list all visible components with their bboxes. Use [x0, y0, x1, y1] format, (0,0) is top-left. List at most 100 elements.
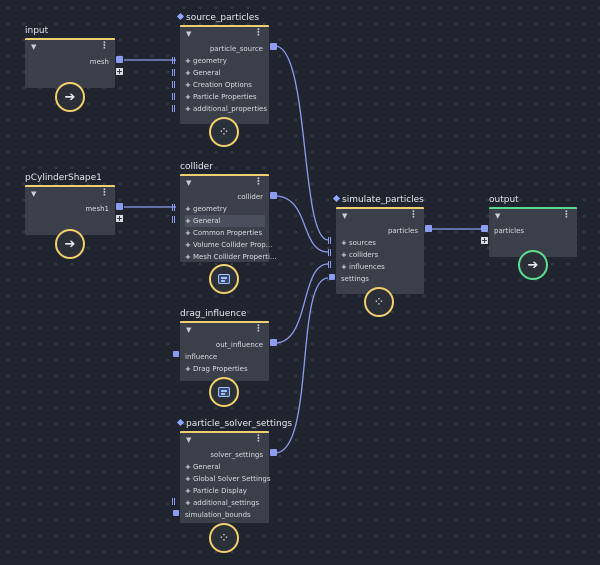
node-body: ▼ ⋮ mesh	[25, 38, 115, 88]
input-port-simulation-bounds[interactable]	[173, 510, 179, 516]
run-icon[interactable]: ➔	[55, 229, 85, 259]
input-row-volume-collider[interactable]: +Volume Collider Prop...	[185, 241, 273, 249]
node-source-particles[interactable]: source_particles ▼ ⋮ particle_source +ge…	[176, 12, 269, 124]
input-row-sources[interactable]: +sources	[341, 239, 376, 247]
node-input[interactable]: input ▼ ⋮ mesh	[25, 26, 115, 88]
collapse-triangle-icon[interactable]: ▼	[186, 436, 192, 444]
particle-cluster-icon[interactable]: ⁘	[209, 117, 239, 147]
input-row-particle-display[interactable]: +Particle Display	[185, 487, 247, 495]
grid-panel-icon[interactable]	[209, 377, 239, 407]
kebab-menu-icon[interactable]: ⋮	[100, 41, 109, 51]
input-row-geometry[interactable]: +geometry	[185, 57, 227, 65]
node-body: ▼ ⋮ solver_settings +General +Global Sol…	[180, 431, 271, 523]
input-port-geometry[interactable]	[172, 57, 176, 64]
kebab-menu-icon[interactable]: ⋮	[100, 188, 109, 198]
kebab-menu-icon[interactable]: ⋮	[254, 177, 263, 187]
node-title: output	[489, 195, 519, 205]
node-simulate-particles[interactable]: simulate_particles ▼ ⋮ particles +source…	[332, 194, 424, 294]
output-port-collider[interactable]	[270, 192, 277, 199]
input-port-general[interactable]	[172, 69, 176, 76]
output-label: collider	[237, 193, 263, 201]
add-port-button[interactable]: +	[116, 67, 123, 76]
collapse-triangle-icon[interactable]: ▼	[186, 30, 192, 38]
node-particle-solver-settings[interactable]: particle_solver_settings ▼ ⋮ solver_sett…	[176, 418, 292, 523]
input-row-additional-properties[interactable]: +additional_properties	[185, 105, 267, 113]
input-port-creation[interactable]	[172, 81, 176, 88]
input-row-influence[interactable]: influence	[185, 353, 218, 361]
output-port-mesh1[interactable]	[116, 203, 123, 210]
input-row-creation-options[interactable]: +Creation Options	[185, 81, 252, 89]
node-pcylindershape1[interactable]: pCylinderShape1 ▼ ⋮ mesh1	[25, 173, 115, 235]
input-row-colliders[interactable]: +colliders	[341, 251, 379, 259]
run-icon[interactable]: ➔	[518, 250, 548, 280]
input-row-particles[interactable]: particles	[494, 227, 525, 235]
node-output[interactable]: output ▼ ⋮ particles	[489, 195, 577, 257]
kebab-menu-icon[interactable]: ⋮	[562, 210, 571, 220]
particle-cluster-icon[interactable]: ⁘	[209, 523, 239, 553]
node-title: particle_solver_settings	[176, 418, 292, 430]
collapse-triangle-icon[interactable]: ▼	[495, 212, 501, 220]
input-port-settings[interactable]	[329, 274, 335, 280]
output-port-particle-source[interactable]	[270, 43, 277, 50]
node-title: source_particles	[176, 12, 259, 24]
input-port-sources[interactable]	[328, 237, 332, 244]
node-title: input	[25, 26, 49, 36]
node-body: ▼ ⋮ particles +sources +colliders +influ…	[336, 207, 424, 294]
input-port-additional[interactable]	[172, 105, 176, 112]
output-port-mesh[interactable]	[116, 56, 123, 63]
input-row-influences[interactable]: +influences	[341, 263, 385, 271]
grid-panel-icon[interactable]	[209, 264, 239, 294]
collapse-triangle-icon[interactable]: ▼	[186, 179, 192, 187]
wire-collider-to-simulate	[274, 195, 329, 253]
run-icon[interactable]: ➔	[55, 82, 85, 112]
input-row-geometry[interactable]: +geometry	[185, 205, 227, 213]
node-body: ▼ ⋮ particles	[489, 207, 577, 257]
wire-drag-to-simulate	[274, 263, 329, 344]
node-body: ▼ ⋮ collider +geometry +General +Common …	[180, 174, 277, 262]
input-port-additional-settings[interactable]	[172, 498, 176, 505]
add-port-button[interactable]: +	[481, 236, 488, 245]
collapse-triangle-icon[interactable]: ▼	[342, 212, 348, 220]
input-port-particle-props[interactable]	[172, 93, 176, 100]
node-title: simulate_particles	[332, 194, 424, 206]
input-row-general[interactable]: +General	[185, 69, 221, 77]
output-label: out_influence	[215, 341, 263, 349]
input-port-influences[interactable]	[328, 261, 332, 268]
collapse-triangle-icon[interactable]: ▼	[31, 190, 37, 198]
input-row-drag-properties[interactable]: +Drag Properties	[185, 365, 248, 373]
input-row-global-solver[interactable]: +Global Solver Settings	[185, 475, 271, 483]
node-body: ▼ ⋮ out_influence influence +Drag Proper…	[180, 321, 269, 381]
particle-cluster-icon[interactable]: ⁘	[364, 287, 394, 317]
input-row-mesh-collider[interactable]: +Mesh Collider Properti...	[185, 253, 277, 261]
input-row-simulation-bounds[interactable]: simulation_bounds	[185, 511, 251, 519]
input-row-general[interactable]: +General	[185, 463, 221, 471]
output-port-particles[interactable]	[425, 225, 432, 232]
output-label: particles	[387, 227, 418, 235]
input-port-influence[interactable]	[173, 351, 179, 357]
kebab-menu-icon[interactable]: ⋮	[254, 324, 263, 334]
collapse-triangle-icon[interactable]: ▼	[186, 326, 192, 334]
port-label-mesh1: mesh1	[85, 205, 109, 213]
output-port-out-influence[interactable]	[270, 339, 277, 346]
node-title: drag_influence	[180, 309, 247, 319]
input-row-settings[interactable]: settings	[341, 275, 369, 283]
input-row-common-properties[interactable]: +Common Properties	[185, 229, 263, 237]
input-row-particle-properties[interactable]: +Particle Properties	[185, 93, 257, 101]
input-port-particles[interactable]	[481, 225, 488, 232]
kebab-menu-icon[interactable]: ⋮	[409, 210, 418, 220]
output-port-solver-settings[interactable]	[270, 449, 277, 456]
input-row-general[interactable]: +General	[185, 215, 265, 227]
input-port-general[interactable]	[172, 216, 176, 223]
collapse-triangle-icon[interactable]: ▼	[31, 43, 37, 51]
kebab-menu-icon[interactable]: ⋮	[254, 28, 263, 38]
kebab-menu-icon[interactable]: ⋮	[254, 434, 263, 444]
node-drag-influence[interactable]: drag_influence ▼ ⋮ out_influence influen…	[180, 309, 269, 381]
node-title: collider	[180, 162, 213, 172]
input-port-geometry[interactable]	[172, 204, 176, 211]
output-label: particle_source	[209, 45, 263, 53]
node-collider[interactable]: collider ▼ ⋮ collider +geometry +General…	[180, 162, 277, 262]
add-port-button[interactable]: +	[116, 214, 123, 223]
input-row-additional-settings[interactable]: +additional_settings	[185, 499, 260, 507]
input-port-colliders[interactable]	[328, 249, 332, 256]
